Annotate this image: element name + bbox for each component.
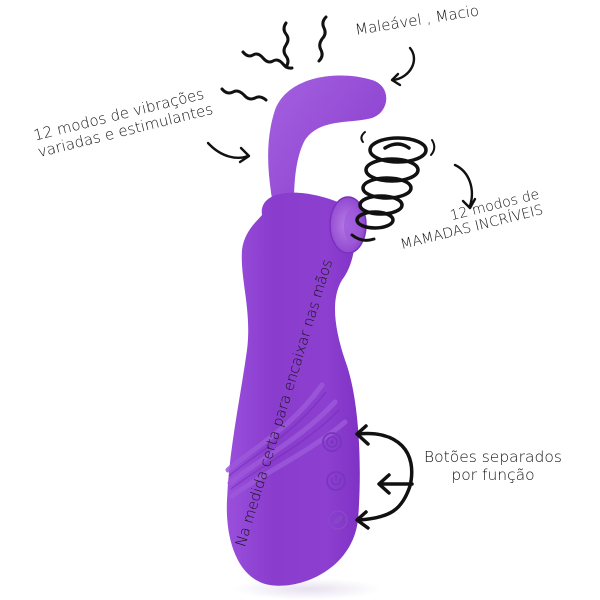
mode-button[interactable] [322, 432, 342, 452]
annotation-buttons: Botões separados por função [424, 448, 562, 485]
product-body [226, 192, 360, 586]
buttons-line-1: Botões separados [424, 448, 562, 466]
suction-swirl-icon [350, 131, 436, 242]
arrow-suction-icon [453, 163, 474, 208]
annotation-arrows [206, 46, 477, 530]
power-button[interactable] [326, 471, 346, 491]
suction-button[interactable] [328, 510, 348, 530]
grip-ribs [225, 382, 348, 499]
vibration-waves-icon [220, 15, 328, 102]
buttons-line-2: por função [451, 465, 535, 484]
flexible-tip [268, 75, 387, 235]
arrow-buttons-icon [356, 431, 414, 522]
arrow-vibration-icon [206, 141, 250, 159]
arrow-malleable-icon [391, 46, 416, 82]
control-buttons [322, 432, 348, 530]
